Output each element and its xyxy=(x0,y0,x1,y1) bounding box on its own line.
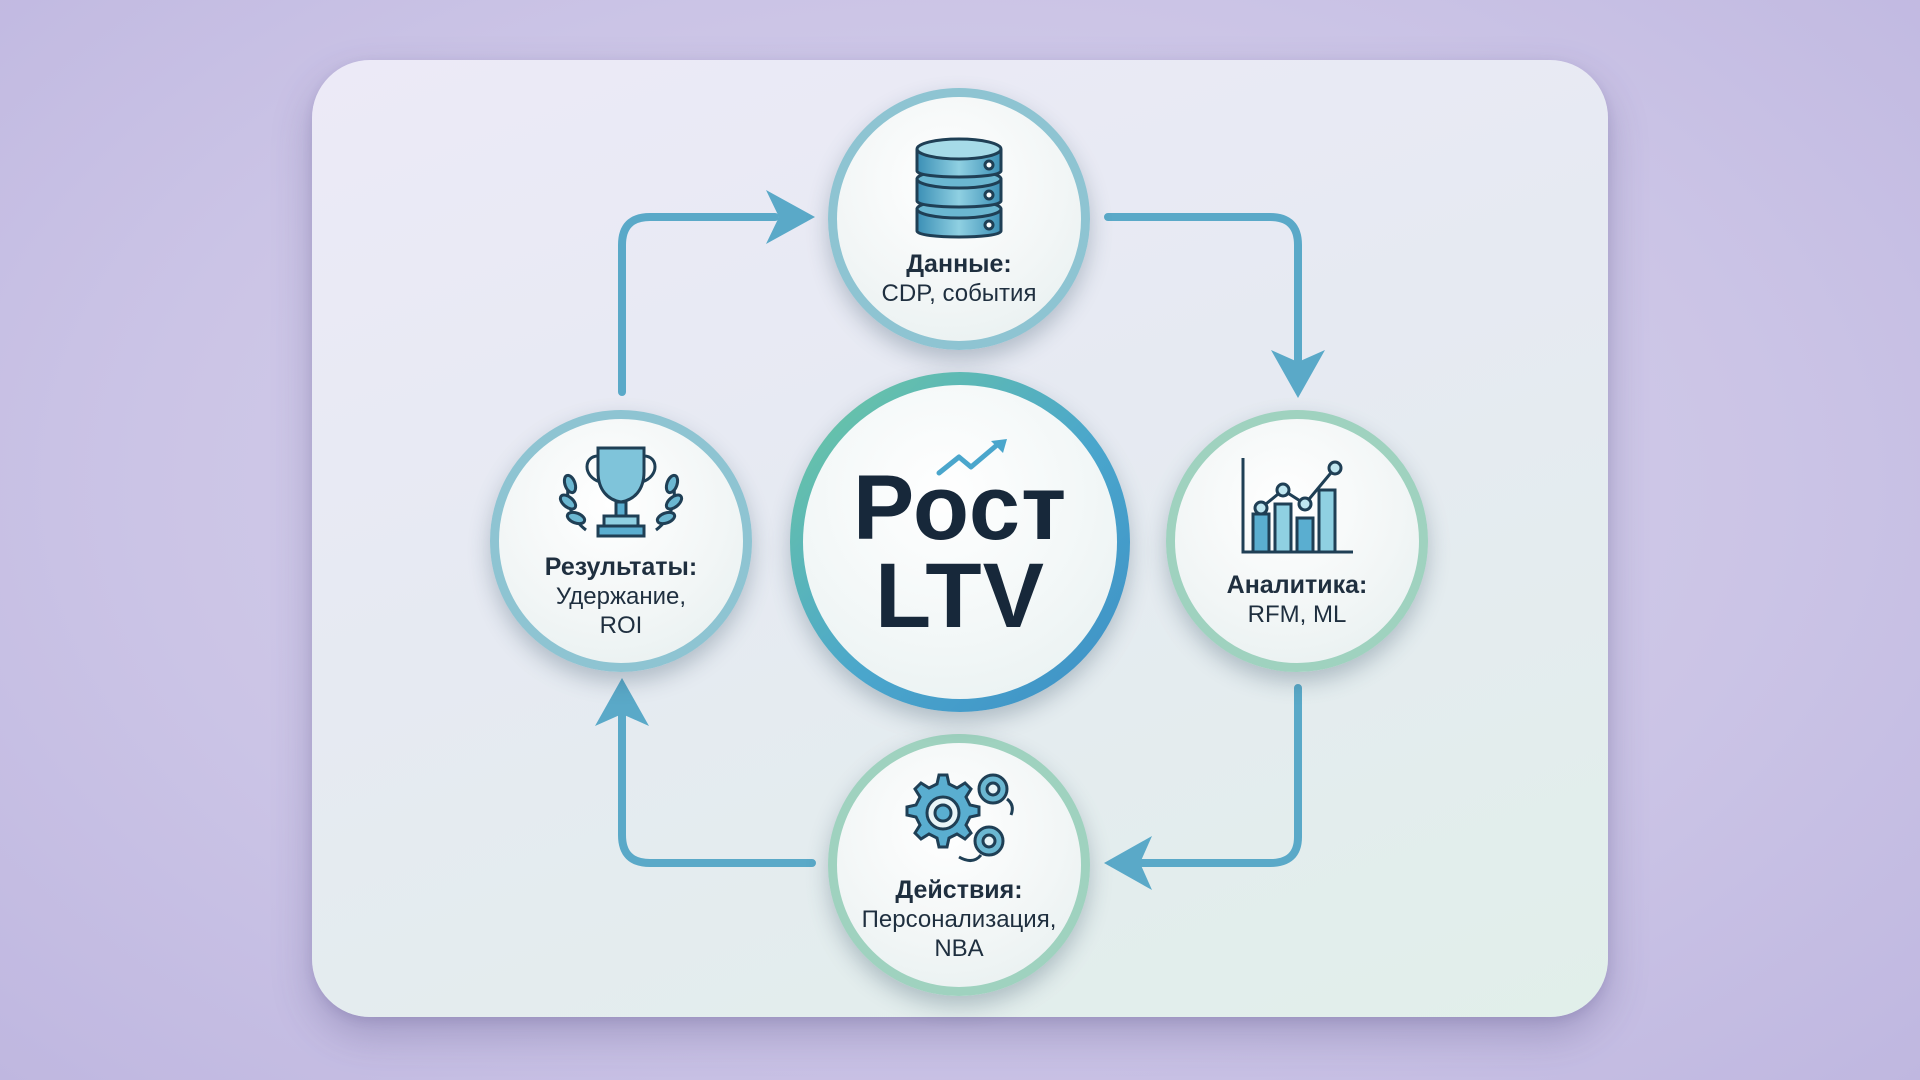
node-data: Данные: CDP, события xyxy=(828,88,1090,350)
bar-chart-icon xyxy=(1241,457,1353,553)
arrow-actions-to-results xyxy=(618,708,816,867)
database-icon xyxy=(915,137,1003,238)
node-results-subtitle-line2: ROI xyxy=(599,612,643,639)
arrowhead-right xyxy=(766,190,815,244)
arrowhead-left xyxy=(1104,836,1152,890)
arrow-analytics-to-actions xyxy=(1138,684,1302,867)
arrowhead-up xyxy=(595,678,649,726)
gears-icon xyxy=(905,773,1014,862)
trophy-icon xyxy=(558,446,684,538)
center-title-line1: Рост xyxy=(852,457,1068,559)
arrowhead-down xyxy=(1271,350,1325,398)
center-title-line2: LTV xyxy=(875,545,1045,647)
node-actions: Действия: Персонализация, NBA xyxy=(828,734,1090,996)
node-results-subtitle-line1: Удержание, xyxy=(555,583,687,610)
node-analytics: Аналитика: RFM, ML xyxy=(1166,410,1428,672)
node-results-title: Результаты: xyxy=(544,553,698,581)
node-actions-subtitle-line2: NBA xyxy=(934,935,984,962)
node-actions-subtitle-line1: Персонализация, xyxy=(861,906,1057,933)
center-node: Рост LTV xyxy=(790,372,1130,712)
node-results: Результаты: Удержание, ROI xyxy=(490,410,752,672)
arrow-data-to-analytics xyxy=(1104,213,1302,364)
node-analytics-title: Аналитика: xyxy=(1226,570,1368,599)
node-data-title: Данные: xyxy=(906,249,1012,278)
arrow-results-to-data xyxy=(618,213,779,396)
node-actions-title: Действия: xyxy=(895,876,1023,904)
node-analytics-subtitle: RFM, ML xyxy=(1247,600,1347,628)
trend-up-icon xyxy=(936,439,1007,476)
node-data-subtitle: CDP, события xyxy=(881,279,1037,307)
